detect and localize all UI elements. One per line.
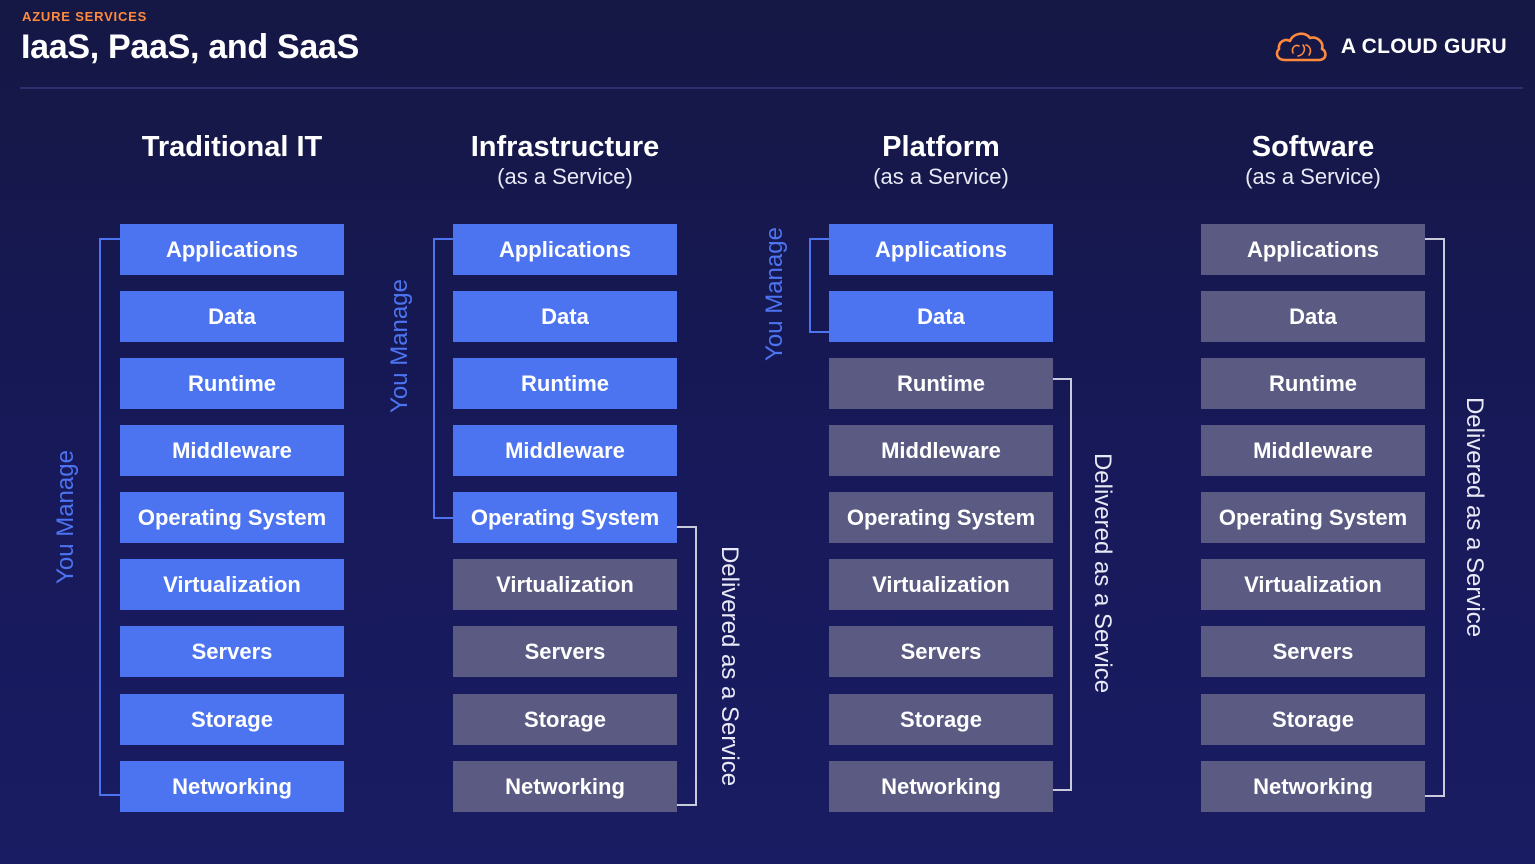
layer-data: Data xyxy=(1201,291,1425,342)
layer-middleware: Middleware xyxy=(453,425,677,476)
you-manage-bracket xyxy=(809,238,829,333)
layer-storage: Storage xyxy=(453,694,677,745)
column-header-iaas: Infrastructure (as a Service) xyxy=(400,130,730,190)
layer-networking: Networking xyxy=(453,761,677,812)
layer-applications: Applications xyxy=(120,224,344,275)
layer-storage: Storage xyxy=(1201,694,1425,745)
layer-data: Data xyxy=(453,291,677,342)
column-header-traditional-it: Traditional IT xyxy=(67,130,397,164)
layer-runtime: Runtime xyxy=(829,358,1053,409)
layer-data: Data xyxy=(120,291,344,342)
brand-logo: A CLOUD GURU xyxy=(1273,28,1507,66)
you-manage-label: You Manage xyxy=(761,227,788,361)
layer-networking: Networking xyxy=(120,761,344,812)
layer-storage: Storage xyxy=(829,694,1053,745)
layer-servers: Servers xyxy=(453,626,677,677)
layer-data: Data xyxy=(829,291,1053,342)
delivered-label: Delivered as a Service xyxy=(1461,396,1488,638)
column-subtitle: (as a Service) xyxy=(1245,164,1381,189)
layer-virtualization: Virtualization xyxy=(453,559,677,610)
delivered-label: Delivered as a Service xyxy=(716,545,743,787)
delivered-bracket xyxy=(677,526,697,806)
layer-virtualization: Virtualization xyxy=(1201,559,1425,610)
layer-runtime: Runtime xyxy=(120,358,344,409)
you-manage-bracket xyxy=(99,238,120,796)
layer-runtime: Runtime xyxy=(1201,358,1425,409)
cloud-logo-icon xyxy=(1275,32,1327,62)
column-subtitle: (as a Service) xyxy=(497,164,633,189)
layer-operating-system: Operating System xyxy=(1201,492,1425,543)
column-title: Infrastructure xyxy=(470,131,660,163)
layer-servers: Servers xyxy=(120,626,344,677)
delivered-bracket xyxy=(1053,378,1072,791)
delivered-bracket xyxy=(1425,238,1445,797)
you-manage-label: You Manage xyxy=(52,450,79,584)
header-divider xyxy=(20,87,1523,89)
column-header-paas: Platform (as a Service) xyxy=(776,130,1106,190)
layer-servers: Servers xyxy=(1201,626,1425,677)
you-manage-label: You Manage xyxy=(386,279,413,413)
layer-operating-system: Operating System xyxy=(120,492,344,543)
brand-name: A CLOUD GURU xyxy=(1340,35,1507,58)
layer-applications: Applications xyxy=(829,224,1053,275)
layer-virtualization: Virtualization xyxy=(120,559,344,610)
layer-virtualization: Virtualization xyxy=(829,559,1053,610)
layer-storage: Storage xyxy=(120,694,344,745)
section-eyebrow: AZURE SERVICES xyxy=(22,9,148,24)
column-header-saas: Software (as a Service) xyxy=(1148,130,1478,190)
slide-title: IaaS, PaaS, and SaaS xyxy=(21,28,359,66)
delivered-label: Delivered as a Service xyxy=(1089,452,1116,694)
layer-middleware: Middleware xyxy=(120,425,344,476)
layer-networking: Networking xyxy=(1201,761,1425,812)
layer-networking: Networking xyxy=(829,761,1053,812)
column-subtitle: (as a Service) xyxy=(873,164,1009,189)
layer-operating-system: Operating System xyxy=(453,492,677,543)
layer-middleware: Middleware xyxy=(829,425,1053,476)
layer-servers: Servers xyxy=(829,626,1053,677)
column-title: Software xyxy=(1251,131,1375,163)
layer-applications: Applications xyxy=(453,224,677,275)
layer-middleware: Middleware xyxy=(1201,425,1425,476)
column-title: Traditional IT xyxy=(141,131,323,163)
you-manage-bracket xyxy=(433,238,453,519)
layer-applications: Applications xyxy=(1201,224,1425,275)
column-title: Platform xyxy=(882,131,1000,163)
layer-runtime: Runtime xyxy=(453,358,677,409)
layer-operating-system: Operating System xyxy=(829,492,1053,543)
